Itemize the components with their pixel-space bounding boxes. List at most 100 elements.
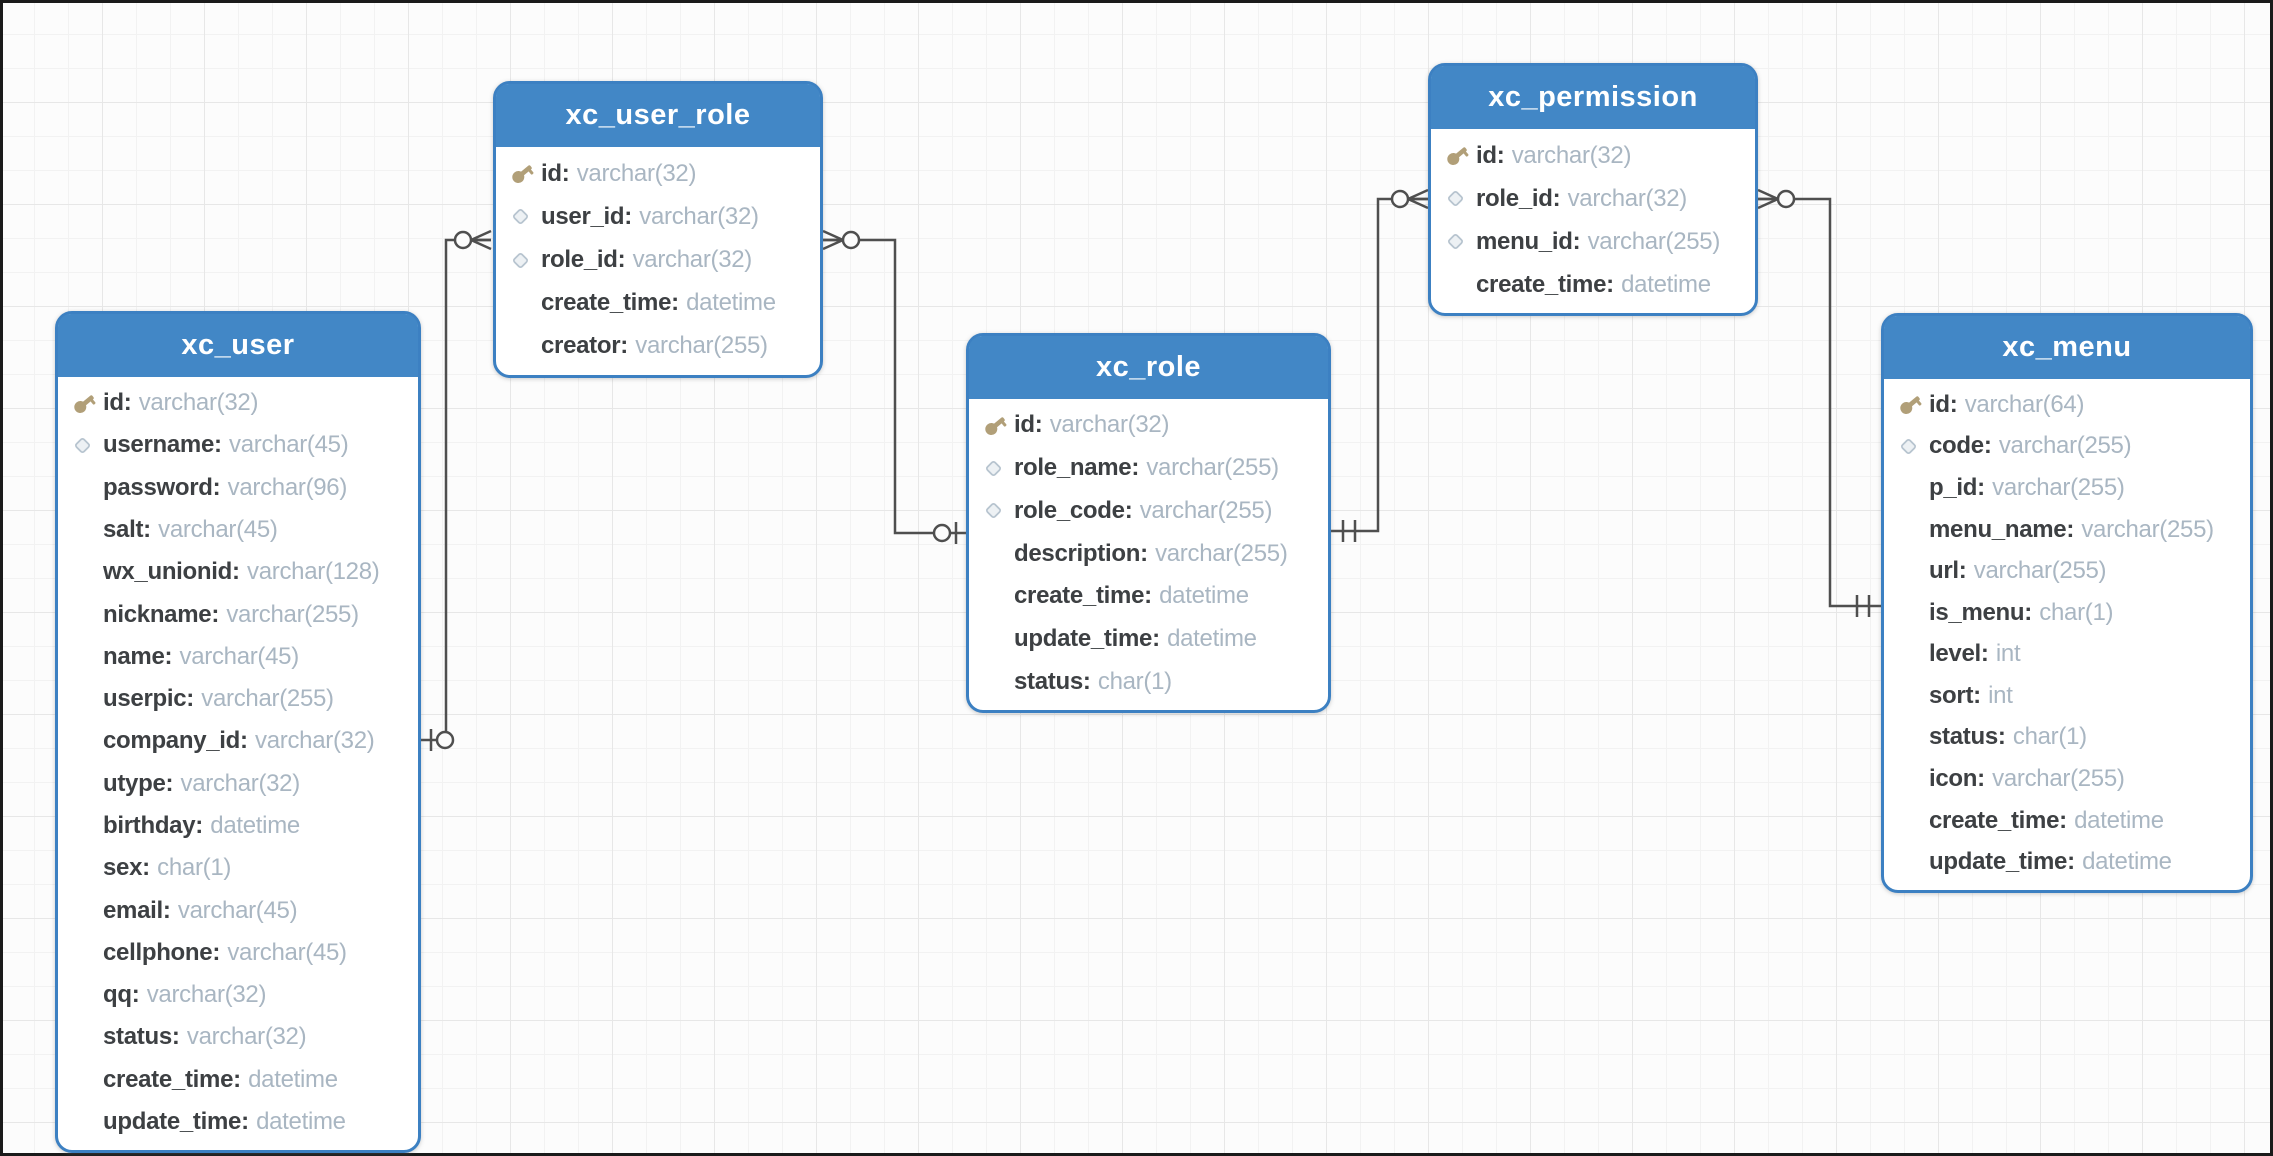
field-separator: : xyxy=(1034,411,1043,439)
field-icon-slot xyxy=(1897,558,1929,585)
connector-xc_user_role-xc_role[interactable] xyxy=(822,229,966,544)
field-row: menu_name:varchar(255) xyxy=(1884,509,2250,551)
field-row: userpic:varchar(255) xyxy=(58,678,418,720)
field-name: role_id xyxy=(541,246,618,273)
field-type: varchar(255) xyxy=(1973,557,2107,585)
field-row: salt:varchar(45) xyxy=(58,509,418,551)
field-name: create_time xyxy=(1476,270,1607,298)
field-name: icon xyxy=(1929,764,1978,792)
field-type: varchar(96) xyxy=(227,473,348,501)
field-type: varchar(32) xyxy=(1511,141,1632,169)
field-name: creator xyxy=(541,332,621,360)
field-row: company_id:varchar(32) xyxy=(58,720,418,762)
diamond-icon xyxy=(1901,438,1916,454)
field-separator: : xyxy=(1997,723,2006,751)
field-name: status xyxy=(103,1023,172,1051)
field-row: create_time:datetime xyxy=(1431,263,1755,306)
field-icon-slot xyxy=(71,855,103,882)
field-name: sort xyxy=(1929,681,1974,709)
diamond-icon xyxy=(513,209,528,225)
field-separator: : xyxy=(1572,227,1581,255)
field-separator: : xyxy=(1980,640,1989,668)
table-title[interactable]: xc_user xyxy=(58,314,418,377)
field-name: create_time xyxy=(541,289,672,317)
field-separator: : xyxy=(1496,141,1505,169)
field-type: datetime xyxy=(686,289,776,317)
connector-xc_user_role-xc_user[interactable] xyxy=(421,229,492,751)
field-icon-slot xyxy=(71,812,103,839)
field-name: id xyxy=(1476,141,1497,169)
field-type: varchar(32) xyxy=(1049,411,1170,439)
field-row: wx_unionid:varchar(128) xyxy=(58,551,418,593)
field-separator: : xyxy=(1977,764,1986,792)
field-type: int xyxy=(1995,640,2021,668)
field-name: create_time xyxy=(1929,806,2060,834)
field-row: role_id:varchar(32) xyxy=(496,238,820,281)
field-type: varchar(255) xyxy=(635,332,768,360)
connector-xc_permission-xc_role[interactable] xyxy=(1331,188,1429,542)
field-name: menu_name xyxy=(1929,515,2067,543)
field-row: sex:char(1) xyxy=(58,847,418,889)
field-icon-slot xyxy=(71,1024,103,1051)
field-separator: : xyxy=(241,1107,250,1135)
field-name: email xyxy=(103,896,163,924)
table-title[interactable]: xc_user_role xyxy=(496,84,820,147)
field-icon-slot xyxy=(71,686,103,713)
table-title[interactable]: xc_permission xyxy=(1431,66,1755,129)
field-row: menu_id:varchar(255) xyxy=(1431,220,1755,263)
key-icon-slot xyxy=(509,160,541,187)
field-row: id:varchar(64) xyxy=(1884,384,2250,426)
field-type: varchar(45) xyxy=(229,431,349,459)
field-name: wx_unionid xyxy=(103,558,233,586)
table-field-list: id:varchar(32)username:varchar(45)passwo… xyxy=(58,377,418,1150)
field-separator: : xyxy=(2067,848,2076,876)
field-row: id:varchar(32) xyxy=(1431,134,1755,177)
field-type: char(1) xyxy=(157,854,232,882)
field-icon-slot xyxy=(71,939,103,966)
field-icon-slot xyxy=(1897,807,1929,834)
field-name: level xyxy=(1929,640,1981,668)
diamond-icon xyxy=(1448,191,1463,206)
field-type: datetime xyxy=(2074,806,2164,834)
field-type: varchar(32) xyxy=(632,246,753,273)
field-type: char(1) xyxy=(2039,598,2114,626)
table-title[interactable]: xc_role xyxy=(969,336,1328,399)
field-icon-slot xyxy=(982,668,1014,695)
field-name: create_time xyxy=(103,1065,234,1093)
field-type: varchar(255) xyxy=(1587,227,1721,255)
field-separator: : xyxy=(171,1023,180,1051)
field-row: utype:varchar(32) xyxy=(58,763,418,805)
field-type: varchar(255) xyxy=(1992,764,2125,792)
field-name: user_id xyxy=(541,202,625,230)
field-separator: : xyxy=(1144,582,1153,610)
field-icon-slot xyxy=(71,559,103,586)
field-type: datetime xyxy=(1159,582,1249,610)
field-separator: : xyxy=(211,600,220,628)
connector-xc_permission-xc_menu[interactable] xyxy=(1757,188,1881,617)
field-name: name xyxy=(103,642,165,670)
field-name: nickname xyxy=(103,600,212,628)
field-icon-slot xyxy=(71,643,103,670)
field-type: varchar(32) xyxy=(255,727,375,755)
field-row: username:varchar(45) xyxy=(58,424,418,466)
field-separator: : xyxy=(1949,390,1958,418)
field-separator: : xyxy=(671,289,680,317)
field-type: varchar(32) xyxy=(576,159,697,187)
key-icon-slot xyxy=(71,390,103,417)
table-title[interactable]: xc_menu xyxy=(1884,316,2250,379)
field-type: varchar(32) xyxy=(186,1023,307,1051)
field-row: code:varchar(255) xyxy=(1884,426,2250,468)
field-name: url xyxy=(1929,557,1959,585)
field-name: sex xyxy=(103,854,143,882)
key-icon xyxy=(985,417,1007,435)
field-separator: : xyxy=(1082,667,1091,695)
diamond-icon-slot xyxy=(509,203,541,230)
field-separator: : xyxy=(1124,496,1133,524)
field-row: description:varchar(255) xyxy=(969,532,1328,575)
